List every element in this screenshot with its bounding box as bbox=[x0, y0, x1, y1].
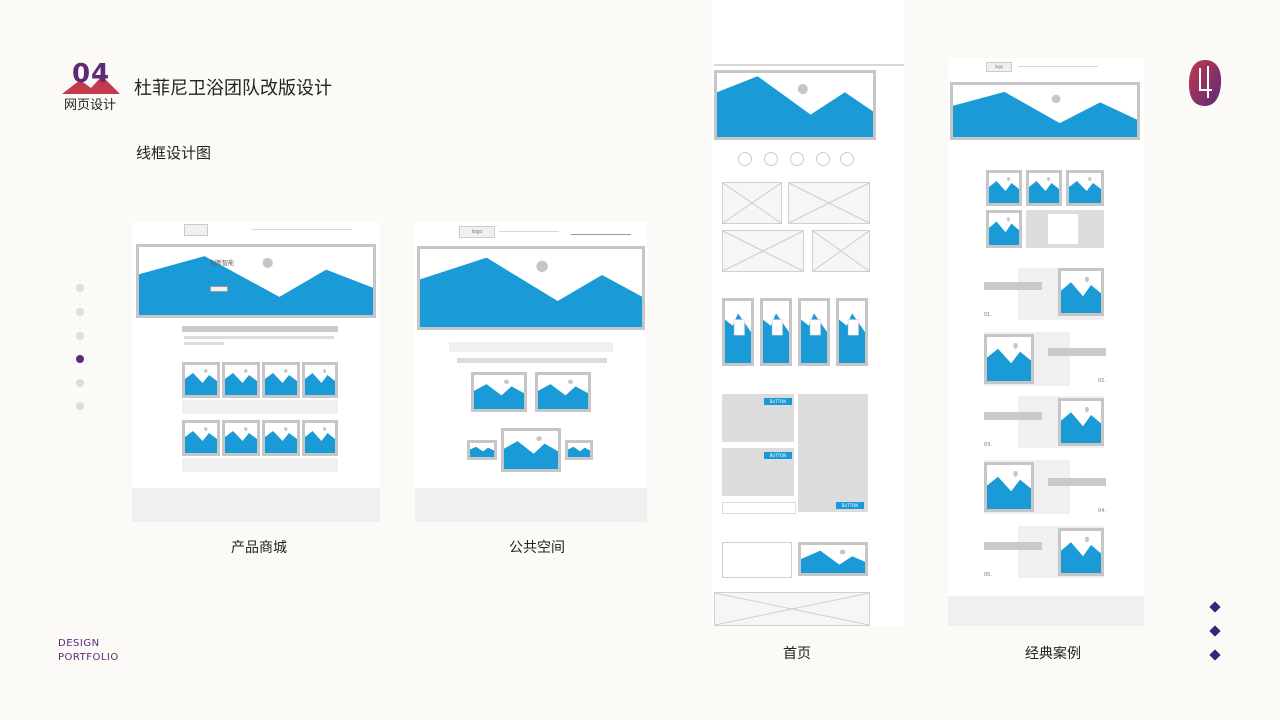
wf-button: BUTTON bbox=[836, 502, 864, 509]
wf-logo: logo bbox=[459, 226, 495, 238]
wf-logo: logo bbox=[986, 62, 1012, 72]
banner-image bbox=[950, 82, 1140, 140]
diamond-icon[interactable] bbox=[1209, 601, 1220, 612]
diamond-icon[interactable] bbox=[1209, 625, 1220, 636]
case-number: 05. bbox=[984, 572, 992, 578]
wireframe-home: BUTTON BUTTON BUTTON bbox=[712, 0, 904, 626]
nav-dot-active[interactable] bbox=[76, 355, 84, 363]
wf-button: BUTTON bbox=[764, 398, 792, 405]
wf-button: BUTTON bbox=[764, 452, 792, 459]
page-subtitle: 线框设计图 bbox=[136, 142, 211, 163]
svg-text:0: 0 bbox=[72, 59, 90, 89]
wireframe-products: 创新智能 bbox=[132, 222, 380, 522]
banner-image bbox=[417, 246, 645, 330]
case-number: 01. bbox=[984, 312, 992, 318]
case-number: 04. bbox=[1098, 508, 1106, 514]
nav-dot[interactable] bbox=[76, 308, 84, 316]
case-number: 03. bbox=[984, 442, 992, 448]
caption-home: 首页 bbox=[783, 643, 811, 663]
wireframe-public: logo bbox=[415, 222, 647, 522]
section-label: 网页设计 bbox=[64, 94, 116, 113]
wireframe-cases: logo 01. 02. 03. 04. 05. bbox=[948, 58, 1144, 626]
footer-design: DESIGN bbox=[58, 638, 100, 649]
nav-dot[interactable] bbox=[76, 379, 84, 387]
right-nav bbox=[1208, 600, 1224, 664]
nav-dot[interactable] bbox=[76, 402, 84, 410]
caption-cases: 经典案例 bbox=[1025, 643, 1081, 663]
caption-public: 公共空间 bbox=[509, 537, 565, 557]
banner-title: 创新智能 bbox=[210, 258, 234, 267]
nav-dot[interactable] bbox=[76, 332, 84, 340]
banner-image bbox=[136, 244, 376, 318]
section-badge: 0 4 网页设计 bbox=[58, 58, 124, 110]
diamond-icon[interactable] bbox=[1209, 649, 1220, 660]
footer-portfolio: PORTFOLIO bbox=[58, 652, 119, 663]
caption-products: 产品商城 bbox=[231, 537, 287, 557]
brand-logo-icon bbox=[1186, 58, 1224, 108]
mountain-logo-icon: 0 4 bbox=[58, 58, 124, 98]
case-number: 02. bbox=[1098, 378, 1106, 384]
side-nav bbox=[74, 282, 86, 414]
svg-text:4: 4 bbox=[91, 59, 109, 89]
page-title: 杜菲尼卫浴团队改版设计 bbox=[134, 74, 332, 100]
banner-image bbox=[714, 70, 876, 140]
nav-dot[interactable] bbox=[76, 284, 84, 292]
